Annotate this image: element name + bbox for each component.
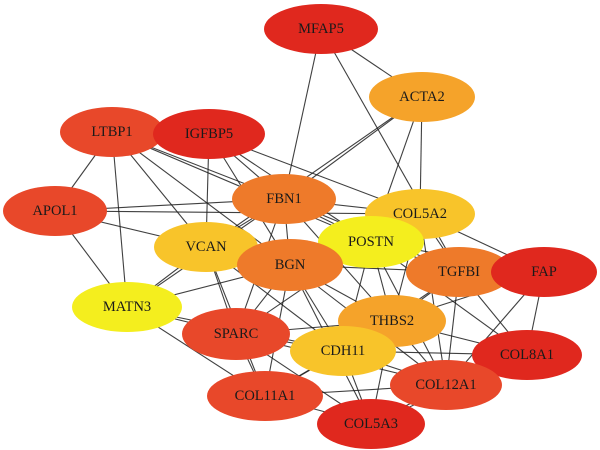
node-fap[interactable]: FAP	[491, 247, 597, 297]
node-label: COL5A3	[344, 416, 398, 432]
node-ellipse	[318, 216, 424, 268]
node-label: CDH11	[321, 343, 366, 359]
node-label: FBN1	[266, 191, 301, 207]
edge-apol1-col5a2	[54, 210, 421, 215]
node-ellipse	[264, 4, 378, 54]
node-ellipse	[290, 326, 396, 376]
node-ellipse	[472, 330, 582, 380]
node-col12a1[interactable]: COL12A1	[390, 360, 502, 410]
node-ellipse	[3, 186, 107, 236]
edge-mfap5-fbn1	[283, 28, 322, 200]
edge-acta2-vcan	[205, 96, 423, 248]
node-vcan[interactable]: VCAN	[154, 222, 258, 272]
node-label: THBS2	[370, 313, 414, 329]
node-ellipse	[369, 72, 475, 122]
node-tgfbi[interactable]: TGFBI	[406, 247, 512, 297]
node-ellipse	[317, 399, 425, 449]
node-ellipse	[154, 222, 258, 272]
edge-ltbp1-matn3	[111, 131, 128, 308]
node-apol1[interactable]: APOL1	[3, 186, 107, 236]
node-ellipse	[237, 239, 343, 291]
node-ellipse	[406, 247, 512, 297]
node-fbn1[interactable]: FBN1	[232, 174, 336, 224]
edge-ltbp1-bgn	[111, 131, 291, 266]
node-cdh11[interactable]: CDH11	[290, 326, 396, 376]
node-ellipse	[182, 308, 290, 360]
node-label: MFAP5	[298, 21, 344, 37]
node-ellipse	[207, 371, 323, 421]
node-ellipse	[153, 109, 265, 159]
node-label: COL8A1	[500, 347, 554, 363]
node-label: ACTA2	[399, 89, 445, 105]
node-ltbp1[interactable]: LTBP1	[60, 107, 164, 157]
node-ellipse	[390, 360, 502, 410]
node-label: COL5A2	[393, 206, 447, 222]
node-matn3[interactable]: MATN3	[72, 282, 182, 332]
node-ellipse	[491, 247, 597, 297]
edge-col5a2-col12a1	[419, 213, 447, 386]
node-ellipse	[232, 174, 336, 224]
node-col5a3[interactable]: COL5A3	[317, 399, 425, 449]
node-col8a1[interactable]: COL8A1	[472, 330, 582, 380]
node-postn[interactable]: POSTN	[318, 216, 424, 268]
node-acta2[interactable]: ACTA2	[369, 72, 475, 122]
node-label: COL12A1	[415, 377, 476, 393]
node-ellipse	[60, 107, 164, 157]
node-ellipse	[72, 282, 182, 332]
node-label: COL11A1	[235, 388, 296, 404]
node-label: FAP	[531, 264, 557, 280]
node-label: SPARC	[214, 326, 259, 342]
node-col11a1[interactable]: COL11A1	[207, 371, 323, 421]
node-mfap5[interactable]: MFAP5	[264, 4, 378, 54]
node-label: LTBP1	[91, 124, 132, 140]
node-label: APOL1	[32, 203, 77, 219]
node-label: BGN	[275, 257, 306, 273]
node-label: VCAN	[185, 239, 227, 255]
node-bgn[interactable]: BGN	[237, 239, 343, 291]
node-sparc[interactable]: SPARC	[182, 308, 290, 360]
node-igfbp5[interactable]: IGFBP5	[153, 109, 265, 159]
node-label: MATN3	[103, 299, 151, 315]
node-label: POSTN	[348, 234, 394, 250]
node-label: IGFBP5	[185, 126, 233, 142]
node-label: TGFBI	[438, 264, 480, 280]
